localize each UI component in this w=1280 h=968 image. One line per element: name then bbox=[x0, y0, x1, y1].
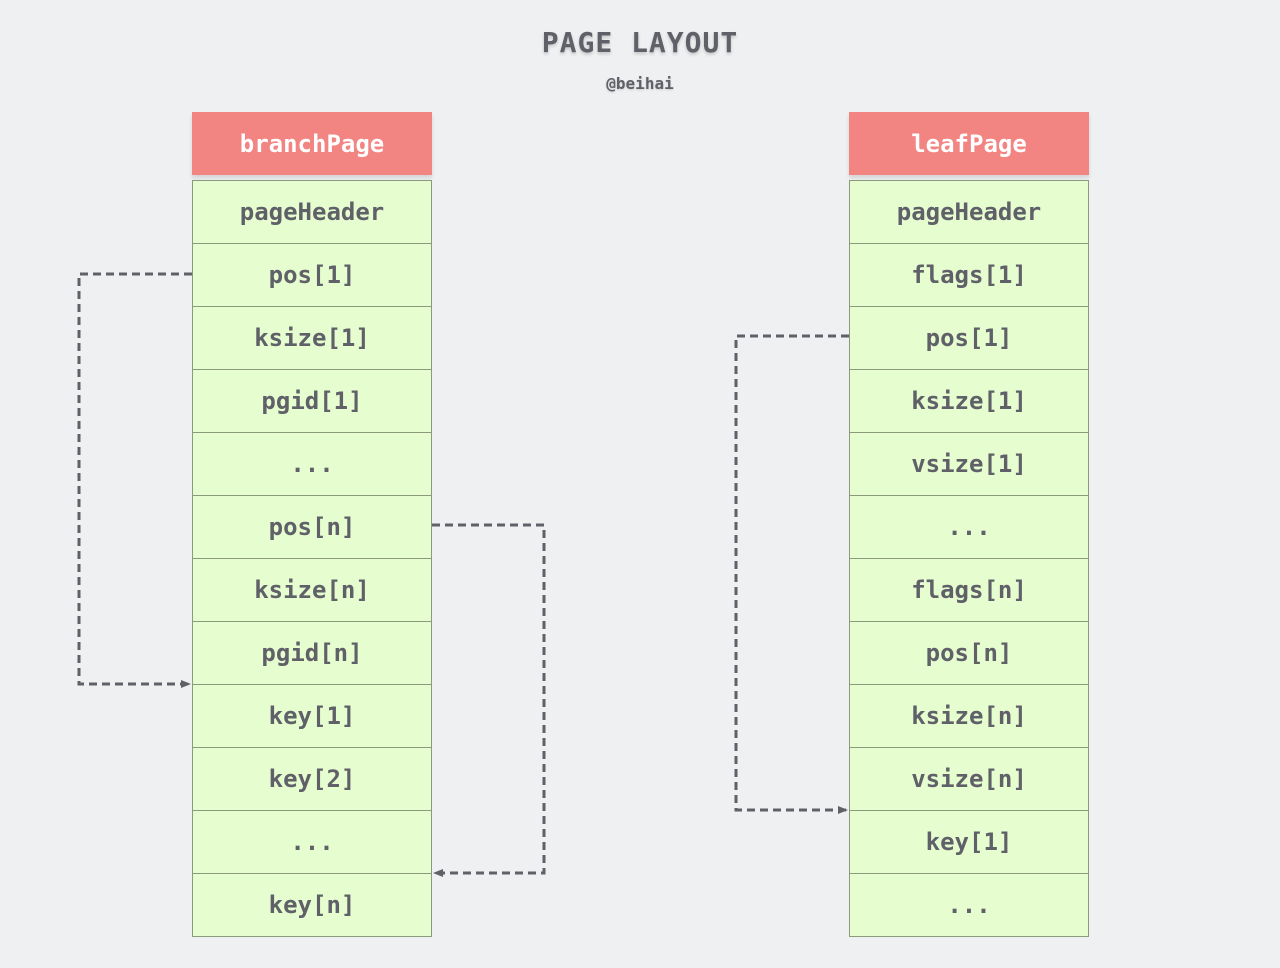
branch-cell: key[1] bbox=[193, 685, 431, 748]
leaf-pos1-to-key1-arrow bbox=[734, 334, 849, 814]
leaf-cell: flags[n] bbox=[850, 559, 1088, 622]
leaf-cell: ksize[n] bbox=[850, 685, 1088, 748]
branch-page-header: branchPage bbox=[192, 112, 432, 175]
branch-cell: pos[1] bbox=[193, 244, 431, 307]
leaf-cell: vsize[1] bbox=[850, 433, 1088, 496]
leaf-page-column: leafPage pageHeader flags[1] pos[1] ksiz… bbox=[849, 112, 1089, 937]
branch-page-column: branchPage pageHeader pos[1] ksize[1] pg… bbox=[192, 112, 432, 937]
branch-cell: pgid[1] bbox=[193, 370, 431, 433]
diagram-title: PAGE LAYOUT bbox=[541, 26, 739, 59]
leaf-cell: ... bbox=[850, 496, 1088, 559]
author-label: @beihai bbox=[606, 74, 674, 93]
leaf-cell: pageHeader bbox=[850, 181, 1088, 244]
branch-cell: key[2] bbox=[193, 748, 431, 811]
branch-page-cells: pageHeader pos[1] ksize[1] pgid[1] ... p… bbox=[192, 180, 432, 937]
branch-cell: ksize[1] bbox=[193, 307, 431, 370]
branch-cell: pageHeader bbox=[193, 181, 431, 244]
leaf-cell: key[1] bbox=[850, 811, 1088, 874]
branch-cell: ksize[n] bbox=[193, 559, 431, 622]
branch-cell: ... bbox=[193, 811, 431, 874]
leaf-page-cells: pageHeader flags[1] pos[1] ksize[1] vsiz… bbox=[849, 180, 1089, 937]
leaf-cell: pos[n] bbox=[850, 622, 1088, 685]
branch-pos1-to-key1-arrow bbox=[77, 272, 192, 688]
leaf-cell: pos[1] bbox=[850, 307, 1088, 370]
leaf-page-header: leafPage bbox=[849, 112, 1089, 175]
branch-cell: pos[n] bbox=[193, 496, 431, 559]
leaf-cell: ksize[1] bbox=[850, 370, 1088, 433]
branch-posn-to-keyn-arrow bbox=[432, 523, 546, 877]
leaf-cell: ... bbox=[850, 874, 1088, 937]
leaf-cell: vsize[n] bbox=[850, 748, 1088, 811]
leaf-cell: flags[1] bbox=[850, 244, 1088, 307]
branch-cell: ... bbox=[193, 433, 431, 496]
branch-cell: key[n] bbox=[193, 874, 431, 937]
branch-cell: pgid[n] bbox=[193, 622, 431, 685]
